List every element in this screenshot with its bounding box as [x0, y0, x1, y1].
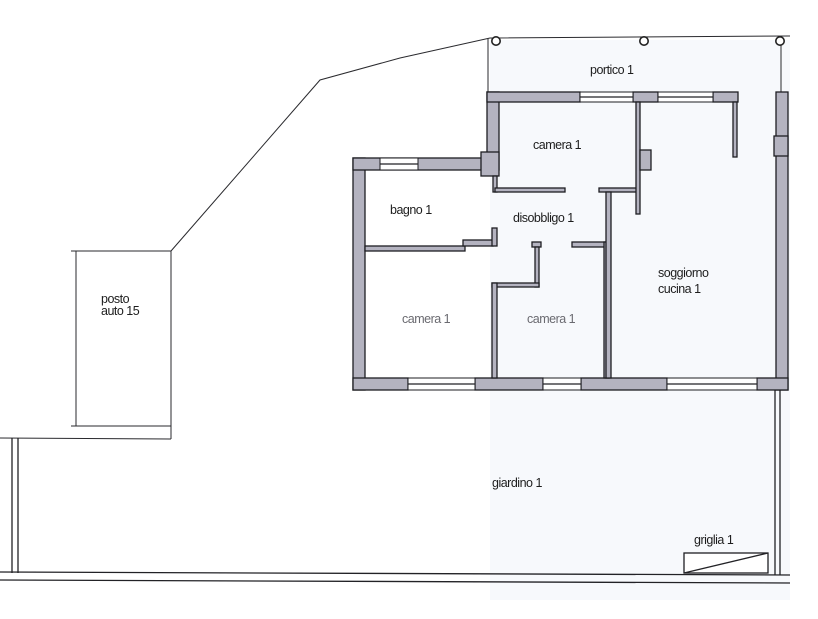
label-camera-mid: camera 1: [527, 312, 576, 326]
label-camera-top: camera 1: [533, 138, 582, 152]
label-portico: portico 1: [590, 63, 634, 77]
label-camera-left: camera 1: [402, 312, 451, 326]
grill: [683, 552, 769, 574]
column-icon: [638, 35, 649, 46]
label-soggiorno-line2: cucina 1: [658, 282, 701, 296]
column-icon: [774, 35, 785, 46]
windows: [379, 91, 758, 391]
garden-boundary: [0, 390, 791, 584]
label-bagno: bagno 1: [390, 203, 432, 217]
site-boundary: [170, 35, 791, 252]
label-soggiorno-line1: soggiorno: [658, 266, 709, 280]
parking-space: [71, 250, 172, 439]
portico-columns: [490, 35, 785, 46]
label-posto-auto-line2: auto 15: [101, 304, 140, 318]
column-icon: [490, 35, 501, 46]
label-giardino: giardino 1: [492, 476, 542, 490]
interior-walls: [364, 101, 738, 379]
label-posto-auto-line1: posto: [101, 292, 130, 306]
label-griglia: griglia 1: [694, 533, 734, 547]
label-disobbligo: disobbligo 1: [513, 211, 574, 225]
room-labels: portico 1 camera 1 bagno 1 disobbligo 1 …: [101, 63, 734, 547]
